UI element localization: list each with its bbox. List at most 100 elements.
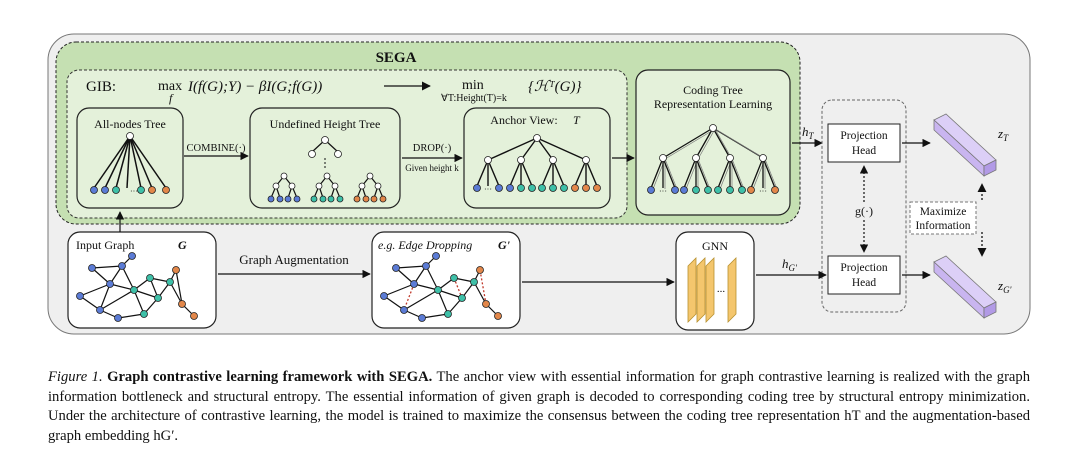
g-function-label: g(·) — [855, 204, 873, 218]
gib-min-expr: {ℋᵀ(G)} — [528, 79, 581, 95]
tree-edge — [115, 135, 131, 189]
tree-node — [293, 195, 301, 203]
tree-node — [315, 182, 323, 190]
gib-max: max — [158, 79, 182, 94]
dropped-edge — [479, 269, 487, 305]
gnn-layer-stack — [687, 257, 737, 323]
tree-edge — [662, 157, 676, 189]
coding-tree-title-line2: Representation Learning — [654, 97, 772, 111]
tree-edge — [664, 158, 678, 190]
hg-label: hG' — [782, 256, 798, 273]
undefined-height-tree-graphic — [267, 136, 387, 203]
all-nodes-tree-title: All-nodes Tree — [94, 117, 166, 131]
dropped-edge — [403, 283, 415, 311]
projection-head-top-line1: Projection — [840, 130, 888, 142]
tree-node — [331, 182, 339, 190]
projection-head-bottom-line1: Projection — [840, 262, 888, 274]
tree-node — [692, 154, 700, 162]
tree-node — [533, 134, 541, 142]
projection-head-top-line2: Head — [852, 145, 877, 157]
tree-node — [680, 186, 688, 194]
tree-node — [374, 182, 382, 190]
tree-edge — [731, 158, 745, 190]
tree-node — [319, 195, 327, 203]
sega-framework-diagram: SEGA GIB: max f I(f(G);Y) − βI(G;f(G)) m… — [47, 33, 1031, 335]
tree-node — [90, 186, 98, 194]
drop-height-note: Given height k — [405, 163, 459, 173]
tree-node — [549, 156, 557, 164]
graph-edge — [169, 281, 183, 305]
tree-node — [517, 184, 525, 192]
tree-node — [126, 132, 134, 140]
all-nodes-tree-graphic: ··· — [90, 132, 170, 196]
anchor-view-tree-graphic: ··· — [473, 134, 601, 194]
tree-node — [334, 150, 342, 158]
tree-edge — [764, 158, 778, 190]
tree-edge — [520, 137, 538, 161]
graph-node — [422, 262, 430, 270]
edge-dropping-title: e.g. Edge Dropping — [378, 238, 472, 252]
tree-edge — [662, 127, 714, 159]
tree-node — [379, 195, 387, 203]
gib-objective: I(f(G);Y) − βI(G;f(G)) — [187, 79, 322, 95]
tree-edge — [683, 157, 697, 189]
tree-edge — [697, 158, 711, 190]
gib-min-sub: ∀T:Height(T)=k — [441, 93, 507, 104]
graph-edge — [121, 265, 135, 291]
input-graph-network — [76, 252, 198, 322]
tree-edge — [104, 135, 131, 189]
graph-node — [476, 266, 484, 274]
graph-node — [482, 300, 490, 308]
leaf-ellipsis: ··· — [759, 187, 767, 196]
input-graph-title: Input Graph — [76, 238, 134, 252]
graph-edge — [473, 281, 487, 305]
undefined-height-tree-title: Undefined Height Tree — [270, 117, 381, 131]
tree-edge — [697, 128, 716, 160]
tree-edge — [729, 157, 743, 189]
drop-label: DROP(·) — [413, 143, 452, 154]
graph-edge — [383, 295, 405, 311]
graph-edge — [437, 289, 449, 315]
tree-node — [370, 195, 378, 203]
tree-node — [528, 184, 536, 192]
tree-edge — [695, 127, 714, 159]
tree-node — [112, 186, 120, 194]
graph-node — [166, 278, 174, 286]
tree-edge — [762, 157, 776, 189]
tree-edge — [750, 157, 764, 189]
graph-edge — [413, 283, 439, 291]
tree-node — [162, 186, 170, 194]
maximize-label-line2: Information — [916, 220, 971, 232]
tree-edge — [650, 157, 664, 189]
tree-node — [692, 186, 700, 194]
caption-text: The anchor view with essential informati… — [48, 369, 1031, 444]
maximize-information-box — [909, 201, 977, 235]
all-nodes-tree-panel: All-nodes Tree ··· — [76, 107, 184, 209]
tree-node — [659, 154, 667, 162]
graph-node — [128, 252, 136, 260]
gib-equation: GIB: max f I(f(G);Y) − βI(G;f(G)) min ∀T… — [86, 78, 581, 105]
tree-node — [714, 186, 722, 194]
tree-edge — [509, 159, 522, 187]
coding-tree-panel: Coding Tree Representation Learning ····… — [635, 69, 791, 216]
anchor-view-var: T — [573, 113, 581, 127]
graph-node — [494, 312, 502, 320]
tree-node — [726, 154, 734, 162]
input-graph-panel: Input Graph G — [67, 231, 217, 329]
graph-edge — [99, 283, 111, 311]
tree-edge — [695, 157, 709, 189]
tree-node — [709, 124, 717, 132]
graph-node — [88, 264, 96, 272]
tree-edge — [93, 135, 131, 189]
graph-node — [106, 280, 114, 288]
edge-dropping-panel: e.g. Edge Dropping G' — [371, 231, 521, 329]
tree-node — [593, 184, 601, 192]
tree-edge — [714, 128, 766, 160]
tree-edge — [552, 159, 565, 187]
tree-node — [308, 150, 316, 158]
tree-edge — [536, 137, 587, 161]
tree-edge — [541, 159, 554, 187]
figure-caption: Figure 1. Graph contrastive learning fra… — [48, 368, 1030, 446]
graph-node — [190, 312, 198, 320]
zt-label: zT — [997, 126, 1009, 143]
